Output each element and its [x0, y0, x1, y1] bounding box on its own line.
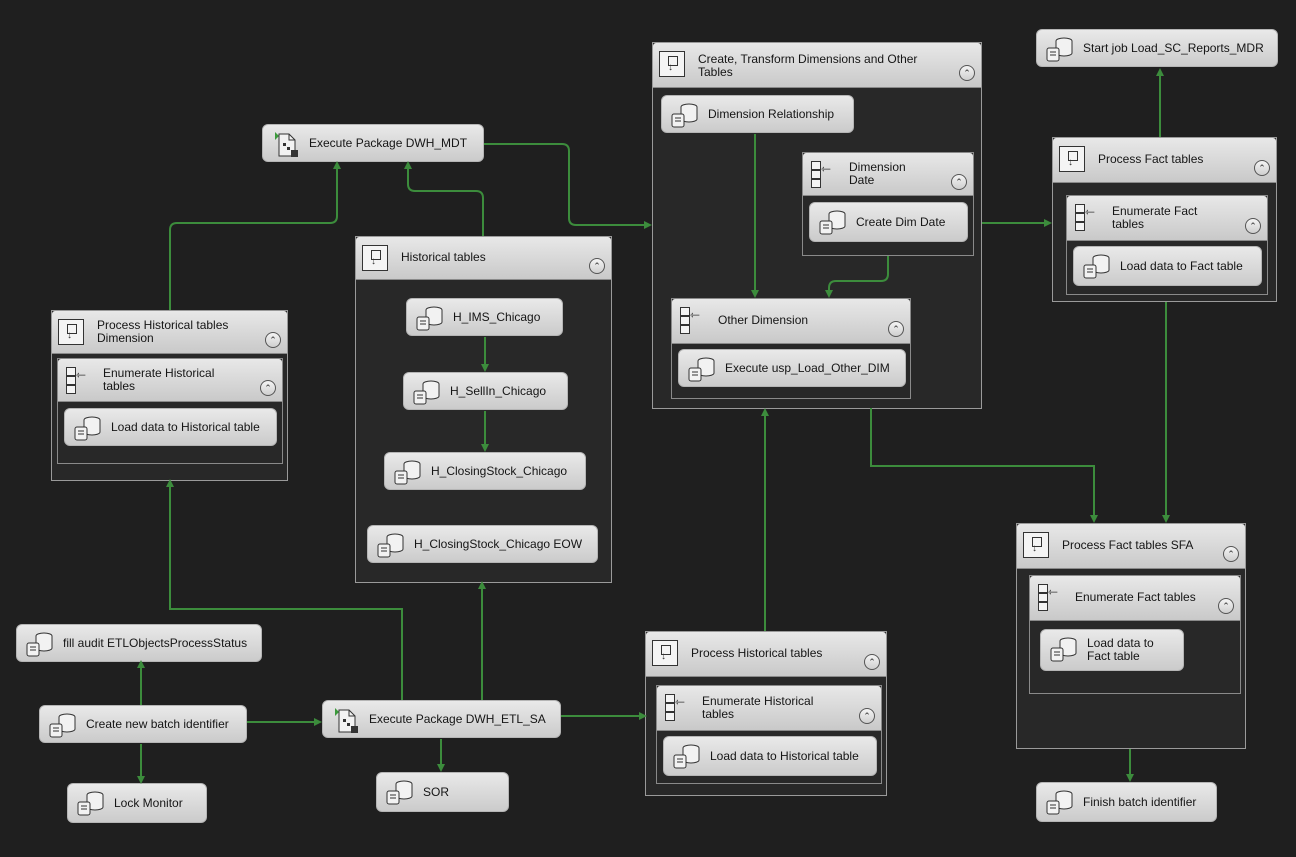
arrow-historical-to-mdt — [404, 161, 484, 236]
sequence-container-icon — [652, 640, 678, 666]
task-label: Create new batch identifier — [86, 716, 229, 731]
task-execute-usp-load-other-dim[interactable]: Execute usp_Load_Other_DIM — [678, 349, 906, 387]
task-load-data-fact-table-sfa[interactable]: Load data to Fact table — [1040, 629, 1184, 671]
container-title: Process Fact tables SFA — [1062, 538, 1194, 552]
task-label: H_ClosingStock_Chicago — [431, 463, 568, 478]
container-title: Create, Transform Dimensions and Other T… — [698, 52, 918, 79]
sql-task-icon — [385, 778, 415, 806]
sequence-container-icon — [1023, 532, 1049, 558]
task-label: Dimension Relationship — [708, 106, 835, 121]
task-label: Start job Load_SC_Reports_MDR — [1083, 40, 1264, 55]
task-label: Create Dim Date — [856, 214, 946, 229]
container-title: Process Historical tables Dimension — [97, 318, 229, 345]
foreach-loop-icon: ⇽ — [64, 367, 90, 394]
container-title: Enumerate Fact tables — [1075, 590, 1196, 604]
sql-task-icon — [1045, 35, 1075, 63]
sql-task-icon — [48, 711, 78, 739]
container-title: Historical tables — [401, 250, 486, 264]
container-title: Other Dimension — [718, 313, 809, 327]
task-label: Finish batch identifier — [1083, 794, 1197, 809]
sequence-container-icon — [1059, 146, 1085, 172]
collapse-chevron-icon[interactable]: ⌃ — [888, 321, 904, 337]
foreach-loop-icon: ⇽ — [1073, 204, 1099, 231]
sequence-container-icon — [362, 245, 388, 271]
execute-package-icon — [271, 130, 301, 158]
container-title: Enumerate Fact tables — [1112, 204, 1198, 231]
sql-task-icon — [412, 378, 442, 406]
sql-task-icon — [672, 742, 702, 770]
execute-package-icon — [331, 706, 361, 734]
sql-task-icon — [76, 789, 106, 817]
foreach-loop-icon: ⇽ — [678, 307, 704, 334]
sequence-container-icon — [58, 319, 84, 345]
sql-task-icon — [818, 208, 848, 236]
task-h-closingstock-chicago-eow[interactable]: H_ClosingStock_Chicago EOW — [367, 525, 598, 563]
task-label: H_IMS_Chicago — [453, 309, 541, 324]
task-h-sellin-chicago[interactable]: H_SellIn_Chicago — [403, 372, 568, 410]
task-label: Load data to Historical table — [111, 419, 260, 434]
task-create-dim-date[interactable]: Create Dim Date — [809, 202, 968, 242]
foreach-loop-icon: ⇽ — [663, 694, 689, 721]
task-h-closingstock-chicago[interactable]: H_ClosingStock_Chicago — [384, 452, 586, 490]
container-enumerate-fact-tables[interactable]: ⇽ Enumerate Fact tables ⌃ — [1066, 195, 1268, 295]
arrow-mdt-to-create-transform — [484, 143, 652, 229]
task-start-job[interactable]: Start job Load_SC_Reports_MDR — [1036, 29, 1278, 67]
sql-task-icon — [1045, 788, 1075, 816]
container-title: Dimension Date — [849, 160, 906, 187]
sql-task-icon — [687, 355, 717, 383]
task-label: Load data to Fact table — [1087, 636, 1154, 663]
task-label: H_SellIn_Chicago — [450, 383, 547, 398]
container-title: Enumerate Historical tables — [103, 366, 215, 393]
task-execute-package-dwh-etl-sa[interactable]: Execute Package DWH_ETL_SA — [322, 700, 561, 738]
collapse-chevron-icon[interactable]: ⌃ — [951, 174, 967, 190]
task-lock-monitor[interactable]: Lock Monitor — [67, 783, 207, 823]
task-label: Load data to Fact table — [1120, 258, 1243, 273]
task-execute-package-dwh-mdt[interactable]: Execute Package DWH_MDT — [262, 124, 484, 162]
task-label: H_ClosingStock_Chicago EOW — [414, 536, 583, 551]
task-label: Load data to Historical table — [710, 748, 859, 763]
sql-task-icon — [393, 458, 423, 486]
task-label: Execute usp_Load_Other_DIM — [725, 360, 890, 375]
collapse-chevron-icon[interactable]: ⌃ — [1218, 598, 1234, 614]
sql-task-icon — [1049, 635, 1079, 663]
task-dimension-relationship[interactable]: Dimension Relationship — [661, 95, 854, 133]
foreach-loop-icon: ⇽ — [1036, 584, 1062, 611]
collapse-chevron-icon[interactable]: ⌃ — [265, 332, 281, 348]
sql-task-icon — [376, 531, 406, 559]
foreach-loop-icon: ⇽ — [809, 161, 835, 188]
task-load-data-fact-table[interactable]: Load data to Fact table — [1073, 246, 1262, 286]
container-title: Process Fact tables — [1098, 152, 1204, 166]
task-label: Execute Package DWH_ETL_SA — [369, 711, 546, 726]
container-title: Enumerate Historical tables — [702, 694, 814, 721]
task-finish-batch-identifier[interactable]: Finish batch identifier — [1036, 782, 1217, 822]
task-load-data-historical-dim[interactable]: Load data to Historical table — [64, 408, 277, 446]
arrow-create-transform-to-sfa — [870, 408, 1098, 523]
collapse-chevron-icon[interactable]: ⌃ — [1254, 160, 1270, 176]
task-load-data-historical[interactable]: Load data to Historical table — [663, 736, 877, 776]
container-title: Process Historical tables — [691, 646, 823, 660]
task-label: SOR — [423, 784, 450, 799]
sequence-container-icon — [659, 51, 685, 77]
sql-task-icon — [670, 101, 700, 129]
task-create-new-batch-identifier[interactable]: Create new batch identifier — [39, 705, 247, 743]
collapse-chevron-icon[interactable]: ⌃ — [864, 654, 880, 670]
task-h-ims-chicago[interactable]: H_IMS_Chicago — [406, 298, 563, 336]
collapse-chevron-icon[interactable]: ⌃ — [959, 65, 975, 81]
collapse-chevron-icon[interactable]: ⌃ — [1223, 546, 1239, 562]
collapse-chevron-icon[interactable]: ⌃ — [859, 708, 875, 724]
task-label: fill audit ETLObjectsProcessStatus — [63, 635, 248, 650]
arrow-hist-dim-to-mdt — [169, 161, 341, 310]
sql-task-icon — [1082, 252, 1112, 280]
task-fill-audit[interactable]: fill audit ETLObjectsProcessStatus — [16, 624, 262, 662]
task-label: Execute Package DWH_MDT — [309, 135, 468, 150]
collapse-chevron-icon[interactable]: ⌃ — [260, 380, 276, 396]
sql-task-icon — [415, 304, 445, 332]
sql-task-icon — [73, 414, 103, 442]
sql-task-icon — [25, 630, 55, 658]
collapse-chevron-icon[interactable]: ⌃ — [1245, 218, 1261, 234]
task-sor[interactable]: SOR — [376, 772, 509, 812]
task-label: Lock Monitor — [114, 795, 183, 810]
collapse-chevron-icon[interactable]: ⌃ — [589, 258, 605, 274]
